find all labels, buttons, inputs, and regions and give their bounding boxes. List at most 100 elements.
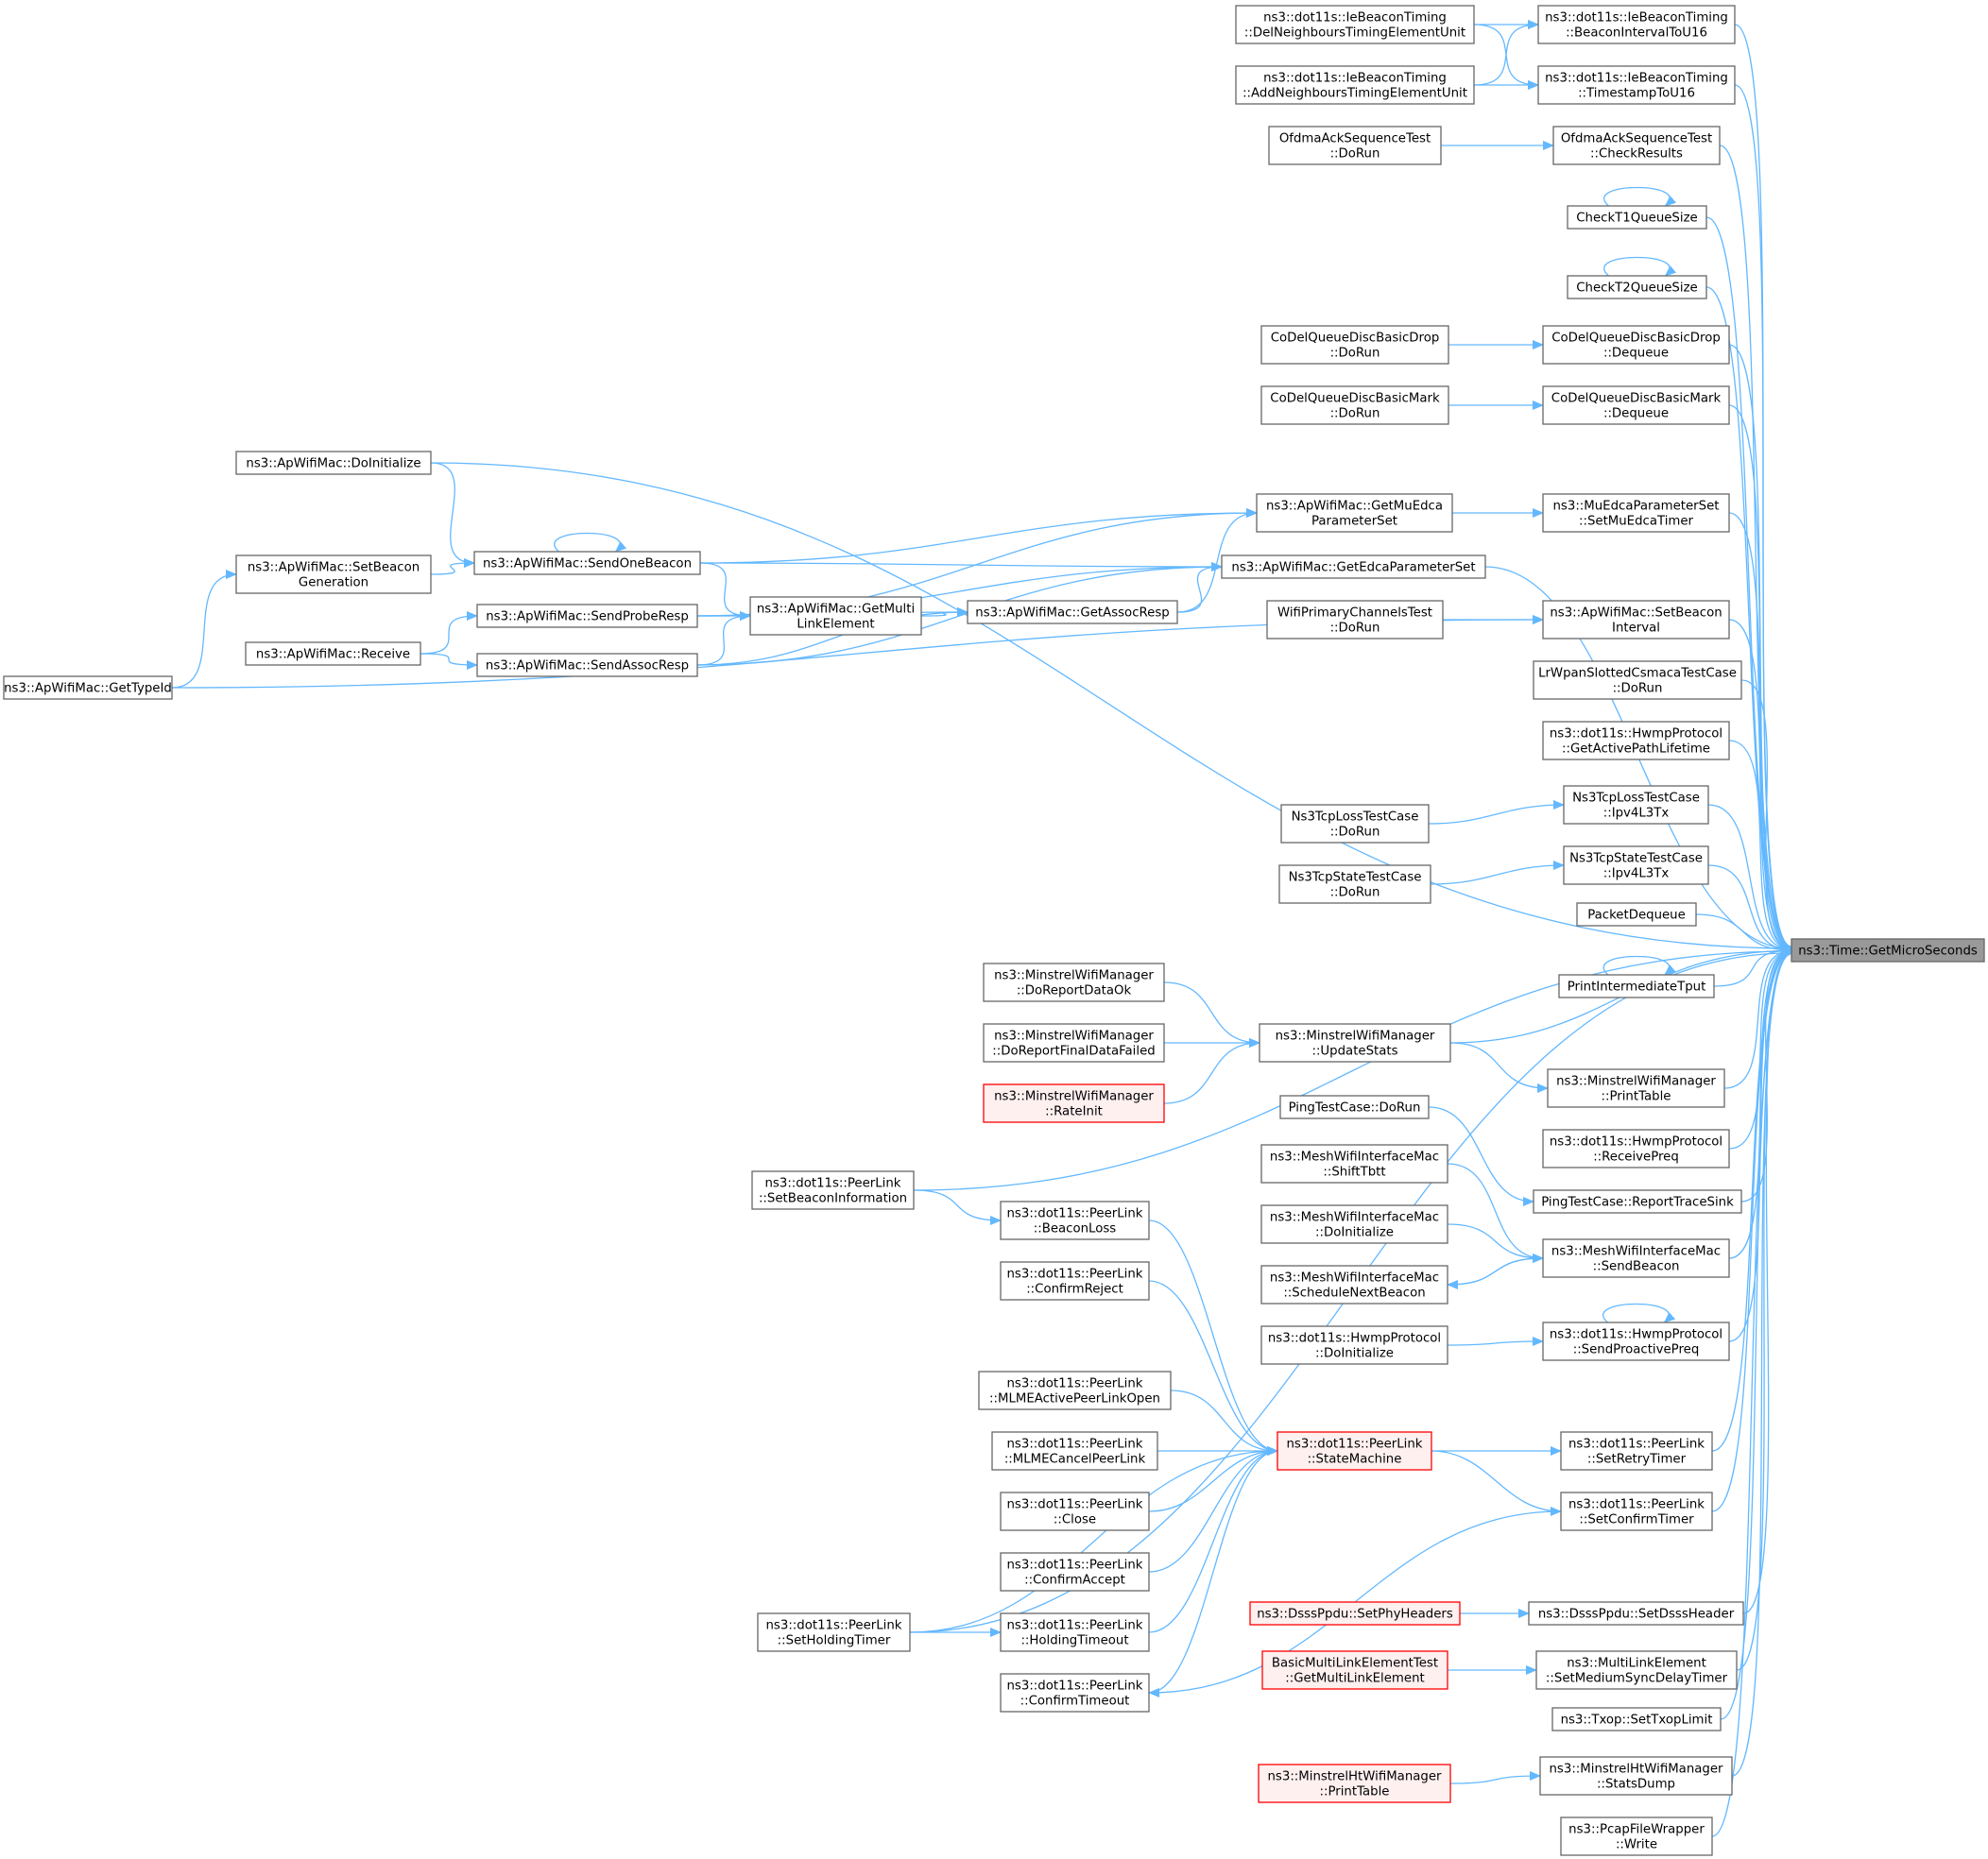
node-label: ns3::dot11s::IeBeaconTiming	[1263, 11, 1447, 26]
node-c15[interactable]: ns3::MeshWifiInterfaceMac::ScheduleNextB…	[1260, 1265, 1448, 1305]
node-label: ::RateInit	[1045, 1105, 1103, 1119]
node-e2[interactable]: ns3::dot11s::PeerLink::SetBeaconInformat…	[751, 1170, 915, 1210]
edge-line	[1728, 404, 1792, 953]
node-d2[interactable]: ns3::MinstrelWifiManager::DoReportDataOk	[983, 963, 1165, 1002]
edge-b13-to-n0	[1707, 864, 1792, 955]
node-e1[interactable]: ns3::ApWifiMac::GetMultiLinkElement	[749, 596, 922, 636]
edge-f1-to-e1	[699, 562, 751, 621]
node-d6[interactable]: ns3::dot11s::PeerLink::ConfirmReject	[1000, 1261, 1150, 1301]
node-b6[interactable]: CoDelQueueDiscBasicDrop::Dequeue	[1542, 325, 1730, 365]
node-c16[interactable]: ns3::dot11s::HwmpProtocol::DoInitialize	[1260, 1325, 1448, 1365]
node-d7[interactable]: ns3::dot11s::PeerLink::MLMEActivePeerLin…	[978, 1371, 1172, 1410]
node-b16[interactable]: ns3::MinstrelWifiManager::PrintTable	[1547, 1068, 1725, 1108]
edge-f1-to-c7	[699, 561, 1223, 571]
node-box	[1278, 864, 1431, 904]
node-b5[interactable]: CheckT2QueueSize	[1567, 275, 1707, 299]
edge-line	[1473, 24, 1539, 90]
node-b2[interactable]: ns3::dot11s::IeBeaconTiming::TimestampTo…	[1537, 65, 1736, 105]
node-b12[interactable]: Ns3TcpLossTestCase::Ipv4L3Tx	[1563, 785, 1709, 825]
node-label: ns3::MuEdcaParameterSet	[1553, 500, 1720, 514]
node-b7[interactable]: CoDelQueueDiscBasicMark::Dequeue	[1542, 385, 1730, 425]
node-b22[interactable]: ns3::dot11s::PeerLink::SetConfirmTimer	[1560, 1492, 1713, 1531]
node-b10[interactable]: LrWpanSlottedCsmacaTestCase::DoRun	[1533, 660, 1742, 700]
node-n0[interactable]: ns3::Time::GetMicroSeconds	[1791, 938, 1985, 963]
node-b26[interactable]: ns3::MinstrelHtWifiManager::StatsDump	[1539, 1756, 1733, 1796]
node-c9[interactable]: Ns3TcpLossTestCase::DoRun	[1280, 804, 1430, 844]
node-c11[interactable]: ns3::MinstrelWifiManager::UpdateStats	[1259, 1023, 1451, 1063]
node-d8[interactable]: ns3::dot11s::PeerLink::MLMECancelPeerLin…	[991, 1431, 1158, 1471]
node-b27[interactable]: ns3::PcapFileWrapper::Write	[1560, 1816, 1713, 1856]
node-c19[interactable]: BasicMultiLinkElementTest::GetMultiLinkE…	[1261, 1650, 1448, 1690]
node-c2[interactable]: ns3::dot11s::IeBeaconTiming::AddNeighbou…	[1235, 65, 1475, 105]
node-c20[interactable]: ns3::MinstrelHtWifiManager::PrintTable	[1258, 1764, 1451, 1803]
edge-line	[1449, 1042, 1549, 1093]
node-d10[interactable]: ns3::dot11s::PeerLink::ConfirmAccept	[1000, 1552, 1150, 1592]
node-b20[interactable]: ns3::dot11s::HwmpProtocol::SendProactive…	[1542, 1322, 1730, 1361]
edge-line	[1603, 256, 1677, 277]
node-b24[interactable]: ns3::MultiLinkElement::SetMediumSyncDela…	[1535, 1650, 1738, 1690]
node-label: CoDelQueueDiscBasicMark	[1270, 392, 1440, 406]
node-d11[interactable]: ns3::dot11s::PeerLink::HoldingTimeout	[1000, 1612, 1150, 1652]
node-g1[interactable]: ns3::ApWifiMac::DoInitialize	[235, 451, 432, 475]
node-d5[interactable]: ns3::dot11s::PeerLink::BeaconLoss	[1000, 1201, 1150, 1240]
node-c5[interactable]: CoDelQueueDiscBasicMark::DoRun	[1260, 385, 1449, 425]
edge-line	[1148, 1446, 1278, 1633]
node-d3[interactable]: ns3::MinstrelWifiManager::DoReportFinalD…	[983, 1023, 1165, 1063]
node-box	[1542, 1129, 1730, 1168]
edge-d5-to-c17	[1148, 1219, 1278, 1456]
edge-line	[1734, 84, 1792, 952]
edge-line	[699, 562, 751, 621]
node-c18[interactable]: ns3::DsssPpdu::SetPhyHeaders	[1249, 1601, 1461, 1626]
node-d9[interactable]: ns3::dot11s::PeerLink::Close	[1000, 1492, 1150, 1531]
node-d1[interactable]: ns3::ApWifiMac::GetAssocResp	[967, 600, 1178, 624]
node-b18[interactable]: PingTestCase::ReportTraceSink	[1533, 1189, 1742, 1214]
node-b11[interactable]: ns3::dot11s::HwmpProtocol::GetActivePath…	[1542, 721, 1730, 760]
node-e3[interactable]: ns3::dot11s::PeerLink::SetHoldingTimer	[757, 1612, 911, 1652]
node-label: ::StatsDump	[1597, 1778, 1675, 1792]
node-c13[interactable]: ns3::MeshWifiInterfaceMac::ShiftTbtt	[1260, 1144, 1448, 1184]
node-d12[interactable]: ns3::dot11s::PeerLink::ConfirmTimeout	[1000, 1673, 1150, 1713]
node-box	[1000, 1201, 1150, 1240]
node-d4[interactable]: ns3::MinstrelWifiManager::RateInit	[983, 1083, 1165, 1123]
node-c14[interactable]: ns3::MeshWifiInterfaceMac::DoInitialize	[1260, 1204, 1448, 1244]
node-c3[interactable]: OfdmaAckSequenceTest::DoRun	[1268, 126, 1442, 165]
node-label: ::GetActivePathLifetime	[1562, 742, 1710, 757]
node-label: ::StateMachine	[1308, 1453, 1402, 1467]
node-b8[interactable]: ns3::MuEdcaParameterSet::SetMuEdcaTimer	[1542, 493, 1730, 533]
node-b14[interactable]: PacketDequeue	[1576, 902, 1697, 927]
node-b4[interactable]: CheckT1QueueSize	[1567, 205, 1707, 230]
edge-line	[1170, 1390, 1278, 1456]
node-b15[interactable]: PrintIntermediateTput	[1558, 974, 1715, 998]
node-b25[interactable]: ns3::Txop::SetTxopLimit	[1551, 1707, 1722, 1731]
node-f2[interactable]: ns3::ApWifiMac::SendProbeResp	[476, 604, 698, 628]
node-c8[interactable]: WifiPrimaryChannelsTest::DoRun	[1266, 600, 1444, 640]
node-b13[interactable]: Ns3TcpStateTestCase::Ipv4L3Tx	[1563, 845, 1709, 885]
edge-b20-to-b20	[1602, 1303, 1676, 1323]
node-label: ::Write	[1616, 1838, 1657, 1852]
node-label: ns3::MinstrelHtWifiManager	[1268, 1770, 1443, 1784]
node-label: CoDelQueueDiscBasicDrop	[1551, 332, 1721, 346]
node-c10[interactable]: Ns3TcpStateTestCase::DoRun	[1278, 864, 1431, 904]
edge-line	[1447, 1257, 1544, 1289]
node-c17[interactable]: ns3::dot11s::PeerLink::StateMachine	[1277, 1431, 1432, 1471]
node-c12[interactable]: PingTestCase::DoRun	[1279, 1095, 1430, 1119]
node-g3[interactable]: ns3::ApWifiMac::Receive	[245, 641, 421, 666]
node-b21[interactable]: ns3::dot11s::PeerLink::SetRetryTimer	[1560, 1431, 1713, 1471]
node-c7[interactable]: ns3::ApWifiMac::GetEdcaParameterSet	[1221, 554, 1486, 579]
node-b3[interactable]: OfdmaAckSequenceTest::CheckResults	[1552, 126, 1721, 165]
node-c4[interactable]: CoDelQueueDiscBasicDrop::DoRun	[1260, 325, 1449, 365]
node-f3[interactable]: ns3::ApWifiMac::SendAssocResp	[476, 653, 698, 677]
node-b23[interactable]: ns3::DsssPpdu::SetDsssHeader	[1528, 1601, 1744, 1626]
node-b1[interactable]: ns3::dot11s::IeBeaconTiming::BeaconInter…	[1537, 5, 1736, 44]
node-f1[interactable]: ns3::ApWifiMac::SendOneBeacon	[473, 551, 701, 575]
node-label: OfdmaAckSequenceTest	[1279, 132, 1431, 146]
edge-b10-to-n0	[1740, 679, 1792, 954]
node-c1[interactable]: ns3::dot11s::IeBeaconTiming::DelNeighbou…	[1235, 5, 1475, 44]
node-b17[interactable]: ns3::dot11s::HwmpProtocol::ReceivePreq	[1542, 1129, 1730, 1168]
node-b19[interactable]: ns3::MeshWifiInterfaceMac::SendBeacon	[1542, 1238, 1730, 1278]
node-label: ::DoRun	[1330, 622, 1380, 636]
node-h1[interactable]: ns3::ApWifiMac::GetTypeId	[3, 675, 173, 700]
